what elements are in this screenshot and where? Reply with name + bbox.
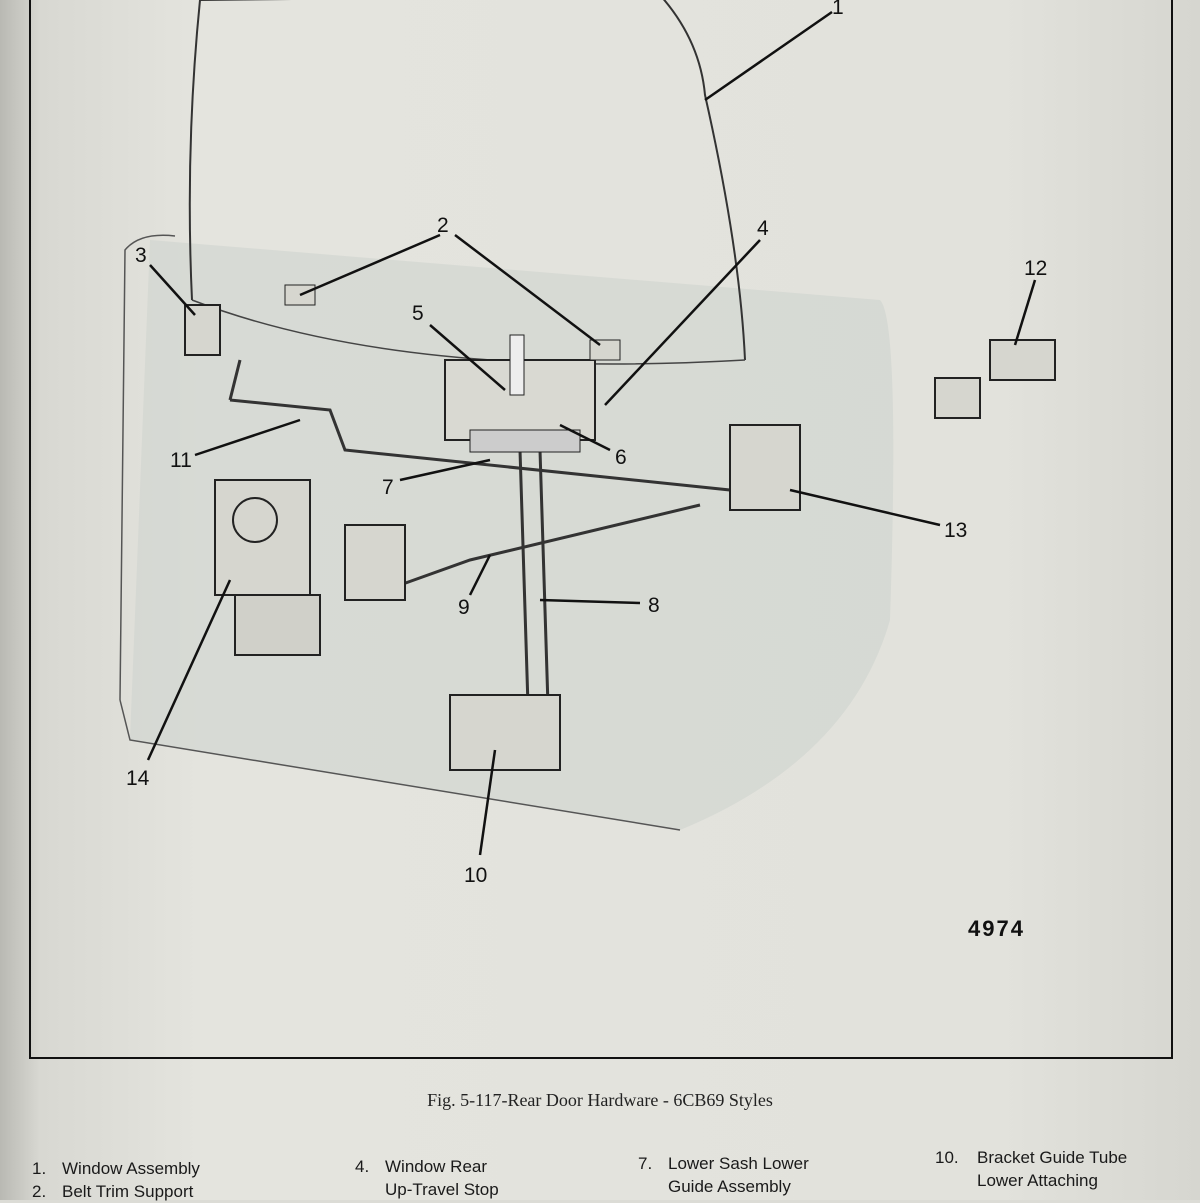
legend-item-4: 4. Window Rear: [355, 1155, 499, 1178]
leader-1: [704, 10, 833, 102]
callout-4: 4: [757, 217, 769, 240]
callout-10: 10: [464, 864, 487, 887]
leader-2b: [454, 234, 601, 346]
door-bottom-outline: [119, 699, 681, 831]
lock-actuator: [344, 524, 406, 601]
callout-12: 12: [1024, 257, 1047, 280]
striker-assembly: [989, 339, 1056, 381]
callout-1: 1: [832, 0, 844, 19]
leader-10: [478, 749, 497, 856]
motor: [234, 594, 321, 656]
callout-9: 9: [458, 596, 470, 619]
guide-tube-bracket: [449, 694, 561, 771]
legend-number: 2.: [32, 1182, 47, 1201]
legend-item-1: 1. Window Assembly: [32, 1157, 200, 1180]
legend-label: Window Rear: [385, 1157, 488, 1176]
legend-column-3: 7. Lower Sash Lower Guide Assembly: [638, 1152, 809, 1198]
legend-number: 7.: [638, 1154, 653, 1173]
leader-7: [399, 458, 491, 482]
regulator-post: [509, 334, 525, 396]
leader-2a: [299, 233, 441, 297]
leader-9: [468, 554, 492, 596]
legend-column-2: 4. Window Rear Up-Travel Stop: [355, 1155, 499, 1201]
regulator-motor-assembly: [214, 479, 311, 596]
callout-3: 3: [135, 244, 147, 267]
legend-label: Belt Trim Support: [62, 1182, 194, 1201]
callout-6: 6: [615, 446, 627, 469]
callout-2: 2: [437, 214, 449, 237]
legend-label: Lower Sash Lower: [668, 1154, 809, 1173]
callout-5: 5: [412, 302, 424, 325]
leader-8: [539, 598, 641, 605]
legend-label-cont: Lower Attaching: [977, 1171, 1098, 1190]
legend-number: 1.: [32, 1159, 47, 1178]
leader-6: [559, 423, 611, 452]
legend-number: 10.: [935, 1148, 959, 1167]
belt-trim-support-right: [589, 339, 621, 361]
window-glass-outline: [188, 0, 746, 361]
legend-column-4: 10. Bracket Guide Tube Lower Attaching: [935, 1146, 1127, 1192]
figure-caption: Fig. 5-117-Rear Door Hardware - 6CB69 St…: [427, 1090, 773, 1110]
legend-item-7: 7. Lower Sash Lower: [638, 1152, 809, 1175]
callout-13: 13: [944, 519, 967, 542]
window-lower-edge: [191, 299, 746, 365]
figure-frame: [29, 0, 1173, 1059]
leader-4: [604, 239, 761, 406]
drawing-number: 4974: [968, 916, 1025, 941]
leader-12: [1013, 279, 1037, 346]
legend-item-10: 10. Bracket Guide Tube: [935, 1146, 1127, 1169]
leader-3: [149, 264, 196, 316]
legend-column-1: 1. Window Assembly 2. Belt Trim Support: [32, 1157, 200, 1203]
belt-bracket: [184, 304, 221, 356]
callout-14: 14: [126, 767, 150, 790]
legend-item-2: 2. Belt Trim Support: [32, 1180, 200, 1203]
lower-sash-guide: [469, 429, 581, 453]
legend-label: Window Assembly: [62, 1159, 200, 1178]
legend-label-cont: Guide Assembly: [668, 1177, 791, 1196]
legend-label: Bracket Guide Tube: [977, 1148, 1128, 1167]
legend-label-cont: Up-Travel Stop: [385, 1180, 499, 1199]
callout-7: 7: [382, 476, 394, 499]
leader-14: [146, 579, 232, 761]
leader-lines: [146, 10, 1037, 856]
callout-numbers: 1 2 3 4 5 6 7 8 9 10 11 12 13 14: [126, 0, 1047, 887]
leader-13: [789, 488, 941, 527]
striker-plate: [934, 377, 981, 419]
door-outline: [119, 234, 176, 701]
leader-11: [194, 418, 301, 457]
door-lock: [729, 424, 801, 511]
leader-5: [429, 324, 506, 391]
callout-11: 11: [170, 449, 192, 472]
door-inner-panel: [130, 240, 894, 830]
callout-8: 8: [648, 594, 660, 617]
regulator-spring: [232, 497, 278, 543]
legend-number: 4.: [355, 1157, 370, 1176]
